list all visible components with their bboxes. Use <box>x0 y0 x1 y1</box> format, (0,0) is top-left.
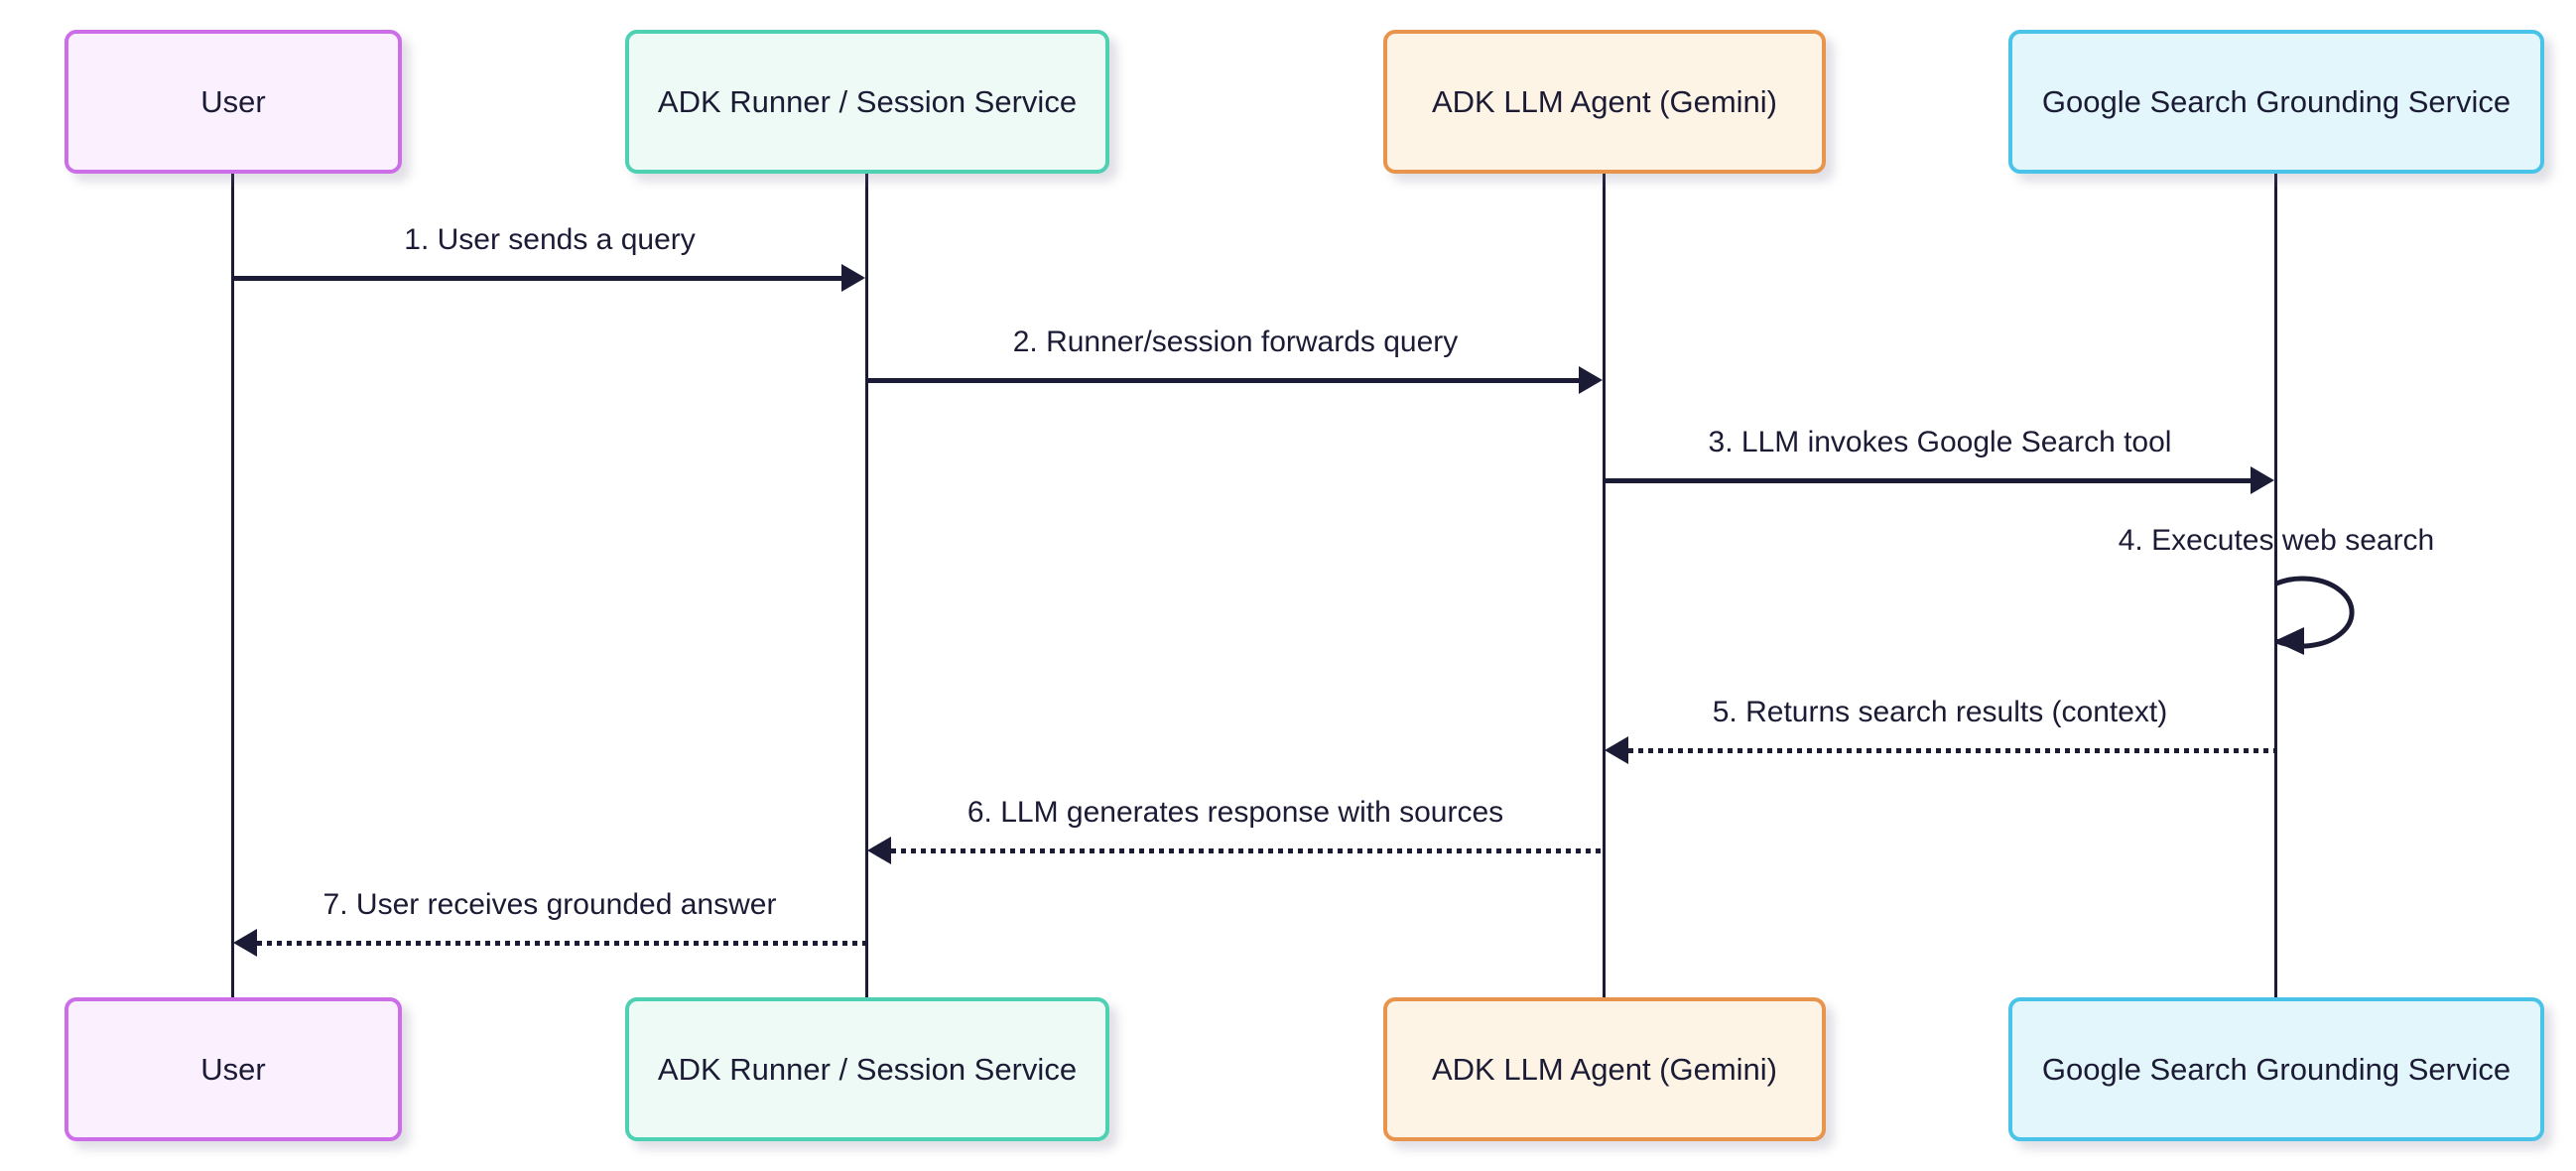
actor-bottom-adk-llm-agent: ADK LLM Agent (Gemini) <box>1383 997 1826 1141</box>
message-3-line <box>1605 478 2253 483</box>
actor-label: User <box>200 83 266 119</box>
lifeline-runner <box>865 174 868 997</box>
message-1-arrowhead-icon <box>841 264 865 292</box>
message-3-arrowhead-icon <box>2251 466 2274 494</box>
actor-bottom-adk-runner: ADK Runner / Session Service <box>625 997 1109 1141</box>
message-2-arrowhead-icon <box>1579 366 1603 394</box>
actor-label: Google Search Grounding Service <box>2041 83 2512 119</box>
actor-label: ADK Runner / Session Service <box>657 1051 1078 1087</box>
lifeline-user <box>231 174 234 997</box>
actor-top-adk-runner: ADK Runner / Session Service <box>625 30 1109 174</box>
message-4-self-loop-icon <box>2274 576 2355 655</box>
actor-label: ADK LLM Agent (Gemini) <box>1431 1051 1778 1087</box>
lifeline-agent <box>1603 174 1606 997</box>
message-2-line <box>867 378 1581 383</box>
actor-top-adk-llm-agent: ADK LLM Agent (Gemini) <box>1383 30 1826 174</box>
message-7-label: 7. User receives grounded answer <box>322 888 777 921</box>
actor-label: ADK Runner / Session Service <box>657 83 1078 119</box>
actor-bottom-google-search: Google Search Grounding Service <box>2008 997 2544 1141</box>
message-5-label: 5. Returns search results (context) <box>1712 696 2168 728</box>
message-6-line <box>891 848 1605 853</box>
actor-top-google-search: Google Search Grounding Service <box>2008 30 2544 174</box>
message-5-line <box>1628 748 2276 753</box>
actor-label: Google Search Grounding Service <box>2041 1051 2512 1087</box>
message-2-label: 2. Runner/session forwards query <box>1012 325 1459 358</box>
message-4-label: 4. Executes web search <box>2118 524 2435 557</box>
lifeline-google <box>2274 174 2277 997</box>
actor-top-user: User <box>64 30 402 174</box>
message-7-arrowhead-icon <box>233 929 257 957</box>
message-1-label: 1. User sends a query <box>404 223 696 256</box>
actor-label: ADK LLM Agent (Gemini) <box>1431 83 1778 119</box>
message-7-line <box>257 941 867 946</box>
message-6-label: 6. LLM generates response with sources <box>966 796 1504 829</box>
message-6-arrowhead-icon <box>867 837 891 864</box>
actor-label: User <box>200 1051 266 1087</box>
message-5-arrowhead-icon <box>1605 736 1628 764</box>
actor-bottom-user: User <box>64 997 402 1141</box>
message-3-label: 3. LLM invokes Google Search tool <box>1708 426 2172 458</box>
message-1-line <box>233 276 843 281</box>
